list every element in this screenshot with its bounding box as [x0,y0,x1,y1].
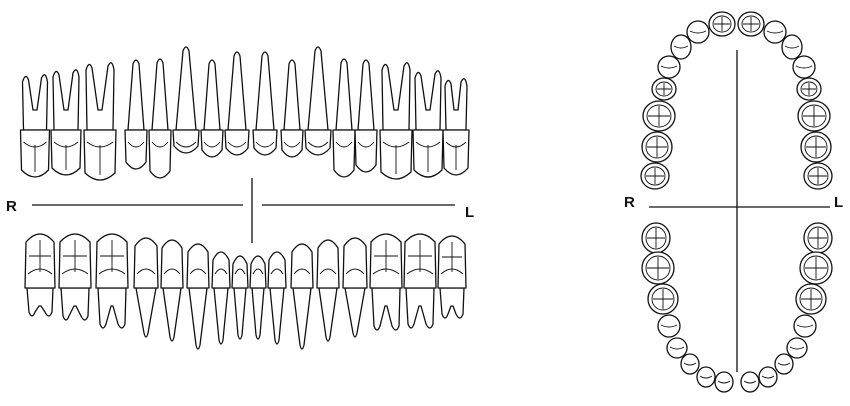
lower-occlusal-tooth [741,372,759,392]
lower-occlusal-tooth [794,315,816,337]
lower-occlusal-tooth [648,284,678,314]
lower-tooth [232,256,248,339]
lower-tooth [134,238,158,337]
lower-tooth [343,238,367,337]
upper-tooth [201,60,223,157]
upper-tooth [173,47,199,153]
lower-occlusal-tooth [715,372,733,392]
lower-tooth [96,234,128,328]
upper-occlusal-tooth [797,78,821,100]
upper-tooth [281,60,303,157]
lower-tooth [212,252,230,344]
lower-tooth [59,234,91,320]
upper-occlusal-tooth [801,132,831,162]
labial-view-chart: R L [6,47,474,349]
upper-tooth [355,60,377,172]
lower-tooth [250,256,266,339]
lower-tooth [25,234,55,316]
lower-occlusal-tooth [804,223,832,253]
upper-tooth [253,52,277,155]
upper-occlusal-tooth [643,101,675,131]
upper-occlusal-tooth [652,78,676,100]
upper-occlusal-tooth [782,35,802,59]
upper-occlusal-tooth [738,12,764,36]
occlusal-left-label: L [834,194,843,211]
lower-tooth [161,240,183,341]
lower-occlusal-tooth [800,252,832,284]
upper-tooth [225,52,249,155]
upper-occlusal-tooth [658,56,680,78]
right-side-label: R [6,198,17,215]
upper-tooth [21,75,50,177]
lower-occlusal-tooth [642,223,670,253]
upper-occlusal-tooth [798,101,830,131]
upper-tooth [380,63,412,179]
lower-arch-teeth [25,234,466,349]
upper-occlusal-tooth [671,35,691,59]
lower-occlusal-tooth [796,284,826,314]
upper-tooth [333,59,355,177]
lower-occlusal-tooth [759,367,777,387]
upper-occlusal-tooth [687,21,709,43]
upper-occlusal-tooth [642,132,672,162]
lower-occlusal-tooth [642,252,674,284]
upper-occlusal-tooth [764,21,786,43]
upper-tooth [84,63,116,180]
lower-tooth [370,234,402,330]
upper-tooth [51,70,81,175]
lower-tooth [317,240,339,341]
upper-tooth [125,60,147,169]
upper-occlusal-tooth [804,163,832,189]
upper-occlusal-tooth [709,12,735,36]
upper-tooth [413,71,443,177]
lower-tooth [404,234,436,328]
lower-occlusal-tooth [667,338,687,358]
lower-occlusal-tooth [775,354,793,374]
lower-tooth [438,236,466,318]
upper-occlusal-tooth [641,163,669,189]
occlusal-right-label: R [624,194,635,211]
upper-tooth [305,47,331,155]
lower-occlusal-tooth [658,315,680,337]
lower-tooth [187,244,209,349]
lower-tooth [268,252,286,344]
upper-tooth [443,79,469,175]
lower-tooth [291,244,313,349]
lower-occlusal-tooth [787,338,807,358]
left-side-label: L [465,204,474,221]
upper-tooth [149,59,171,178]
lower-occlusal-tooth [681,354,699,374]
lower-occlusal-tooth [697,367,715,387]
upper-occlusal-tooth [793,56,815,78]
occlusal-view-chart: R L [624,12,843,392]
upper-arch-teeth [21,47,470,180]
